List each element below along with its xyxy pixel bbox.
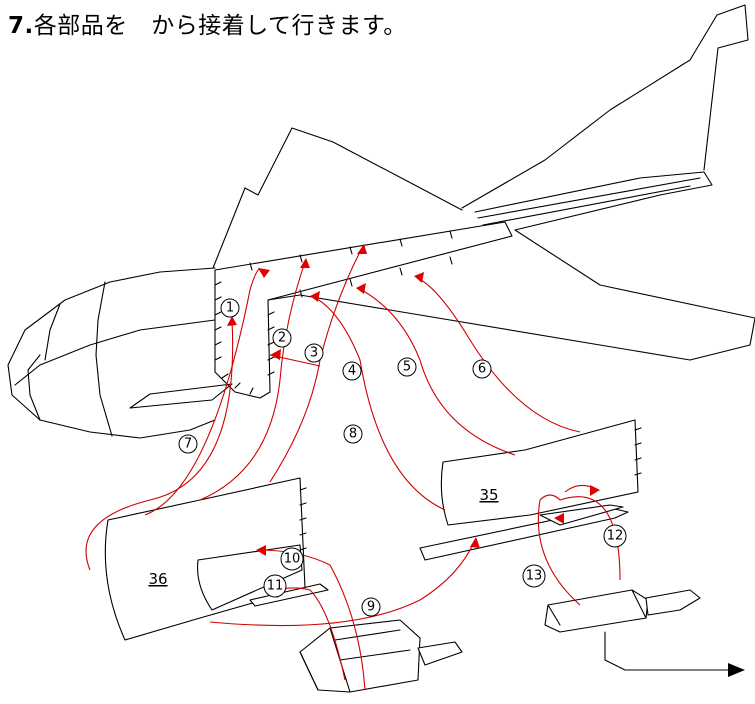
vertical-tail [461,4,749,209]
svg-text:3: 3 [310,346,318,361]
callout-5: 5 [397,357,417,377]
callout-6: 6 [472,359,492,379]
main-wing [212,127,463,269]
svg-text:13: 13 [526,569,543,584]
callout-10: 10 [280,547,304,571]
part-label-36: 36 [148,570,167,588]
callout-2: 2 [272,328,292,348]
part-label-35: 35 [479,486,498,504]
callout-3: 3 [304,343,324,363]
aircraft-body [7,4,755,439]
guide-6 [357,287,516,456]
callout-7: 7 [178,434,198,454]
callout-4: 4 [342,361,362,381]
guide-5 [311,295,446,511]
direction-arrow [604,631,745,677]
guide-1 [85,319,234,571]
fuselage-slot [129,383,233,409]
svg-text:8: 8 [349,427,357,442]
svg-text:6: 6 [478,362,486,377]
fuselage-nose [7,267,216,439]
svg-text:10: 10 [284,552,301,567]
guide-12 [537,494,621,606]
guide-2 [144,267,261,516]
part-36-slot [197,544,303,611]
svg-text:5: 5 [403,360,411,375]
svg-text:1: 1 [226,301,234,316]
svg-text:4: 4 [348,364,356,379]
svg-text:9: 9 [367,600,375,615]
intake-part-left [299,619,463,693]
guide-9 [209,539,476,627]
fuselage-upper [214,221,513,301]
horizontal-stabilizer [299,171,755,361]
callout-13: 13 [522,564,546,588]
svg-text:12: 12 [607,529,624,544]
callout-12: 12 [603,524,627,548]
guide-3 [199,261,306,501]
instruction-text: 各部品を から接着して行きます。 [33,13,407,39]
step-number: 7. [8,13,34,39]
instruction-title: 7.各部品を から接着して行きます。 [8,6,407,40]
callout-11: 11 [263,574,287,598]
guide-7 [417,277,581,433]
svg-text:11: 11 [267,579,284,594]
callout-8: 8 [343,424,363,444]
callout-1: 1 [220,298,240,318]
svg-text:7: 7 [184,437,192,452]
svg-text:2: 2 [278,331,286,346]
callout-9: 9 [361,597,381,617]
intake-frame [214,269,271,399]
intake-part-right [544,589,701,633]
